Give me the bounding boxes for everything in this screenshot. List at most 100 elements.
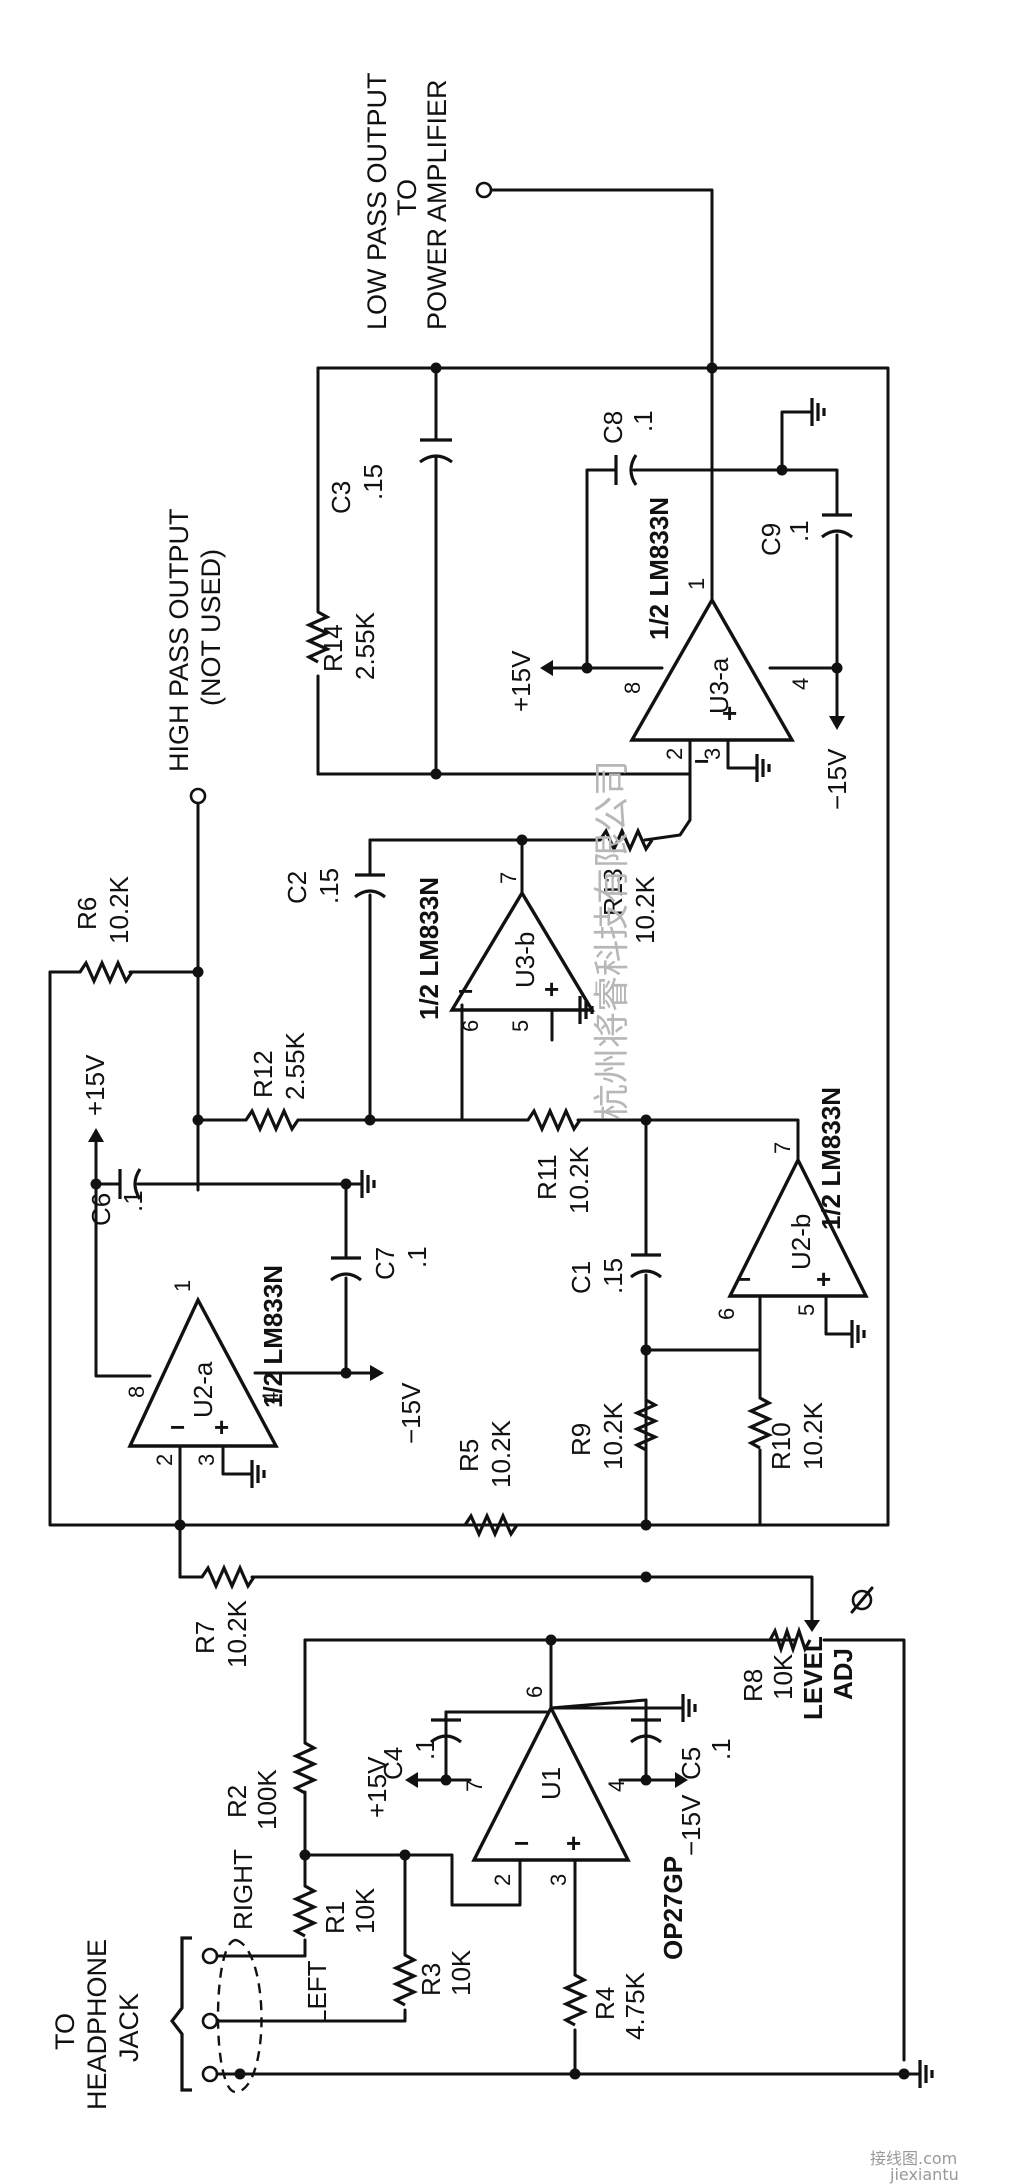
c2-val: .15 [314,868,344,904]
high-pass-line-2: (NOT USED) [196,549,226,706]
pin-number: 6 [714,1308,739,1320]
jack-line-2: HEADPHONE [82,1939,112,2110]
u3a-neg-supply: −15V [822,748,852,810]
c7-val: .1 [402,1246,432,1268]
u3b-part: 1/2 LM833N [414,877,444,1020]
r1-ref: R1 [320,1901,350,1934]
u3a-pos-supply: +15V [506,650,536,712]
pin-number: 2 [152,1454,177,1466]
c1-ref: C1 [566,1261,596,1294]
resistor-r8 [768,1625,812,1655]
c8-ref: C8 [598,411,628,444]
pin-number: 6 [522,1686,547,1698]
resistor-r14 [305,610,331,664]
u3a-part: 1/2 LM833N [644,497,674,640]
pin-number: 2 [490,1874,515,1886]
capacitor-c3 [419,438,453,464]
low-pass-line-1: LOW PASS OUTPUT [362,72,392,330]
jack-line-3: JACK [114,1993,144,2062]
low-pass-line-3: POWER AMPLIFIER [422,79,452,330]
c4-val: .1 [410,1738,440,1760]
u3a-ref: U3-a [704,657,734,714]
pin-number: 7 [462,1780,487,1792]
pin-number: 3 [700,748,725,760]
u2b-part: 1/2 LM833N [816,1087,846,1230]
c1-val: .15 [598,1258,628,1294]
headphone-jack-bracket [169,1936,192,2092]
capacitor-c5 [630,1706,662,1744]
ground-symbol [681,1694,697,1722]
junctions [90,362,910,2080]
high-pass-output-terminal [189,787,207,805]
capacitor-c6 [118,1168,142,1200]
ground-symbol [810,398,826,426]
opamp-u3a [629,596,795,742]
r8-val: 10K [768,1653,798,1700]
pin-number: 3 [546,1874,571,1886]
ground-symbol [250,1460,266,1488]
u3a-plus: + [722,698,737,728]
r4-ref: R4 [590,1987,620,2020]
high-pass-line-1: HIGH PASS OUTPUT [164,508,194,772]
resistor-r13 [598,827,654,853]
wires [48,188,906,2076]
resistor-r3 [392,1953,418,2007]
r2-val: 100K [252,1769,282,1830]
resistor-r11 [526,1107,582,1133]
resistor-r7 [200,1564,256,1590]
c9-val: .1 [784,520,814,542]
u1-ref: U1 [536,1767,566,1800]
r5-ref: R5 [454,1439,484,1472]
resistor-r12 [244,1107,300,1133]
level-adj-2: ADJ [828,1648,858,1700]
ground-symbol [850,1320,866,1348]
r1-val: 10K [350,1887,380,1934]
jack-shield [216,1938,263,2094]
resistor-r2 [292,1741,318,1795]
resistor-r5 [463,1512,519,1538]
opamp-u2a [127,1296,279,1448]
pin-number: 5 [508,1020,533,1032]
pin-number: 5 [794,1304,819,1316]
r12-ref: R12 [248,1050,278,1098]
capacitor-c1 [630,1253,662,1279]
r3-ref: R3 [416,1963,446,1996]
capacitors [118,438,853,1744]
ground-symbol [360,1170,376,1198]
r14-ref: R14 [318,624,348,672]
resistor-r1 [292,1884,318,1938]
opamp-u1 [471,1704,631,1862]
pin-number: 7 [496,872,521,884]
r7-val: 10.2K [222,1599,252,1668]
pin-number: 2 [662,748,687,760]
u3b-ref: U3-b [510,932,540,988]
r9-ref: R9 [566,1423,596,1456]
u3b-plus: + [544,974,559,1004]
pin-number: 8 [124,1386,149,1398]
pin-number: 3 [194,1454,219,1466]
grounds [250,398,934,2088]
u2a-minus: − [170,1412,185,1442]
r2-ref: R2 [222,1785,252,1818]
left-label: LEFT [302,1960,332,2024]
u3b-minus: − [458,976,473,1006]
capacitor-c4 [430,1710,462,1744]
u3a-minus: − [694,746,709,776]
level-adj-1: LEVEL [798,1636,828,1720]
capacitor-c8 [614,454,638,486]
c6-ref: C6 [86,1193,116,1226]
opamp-u3b [449,889,595,1012]
ground-symbol [578,996,594,1024]
c2-ref: C2 [282,871,312,904]
capacitor-c2 [354,873,386,899]
c5-val: .1 [706,1738,736,1760]
u1-pos-supply: +15V [362,1756,392,1818]
u2a-pos-supply: +15V [80,1054,110,1116]
low-pass-line-2: TO [392,179,422,216]
u2b-minus: − [736,1264,751,1294]
r11-ref: R11 [532,1154,562,1200]
u2b-ref: U2-b [786,1214,816,1270]
u2a-plus: + [214,1412,229,1442]
c4-ref: C4 [378,1747,408,1780]
u2a-neg-supply: −15V [396,1382,426,1444]
